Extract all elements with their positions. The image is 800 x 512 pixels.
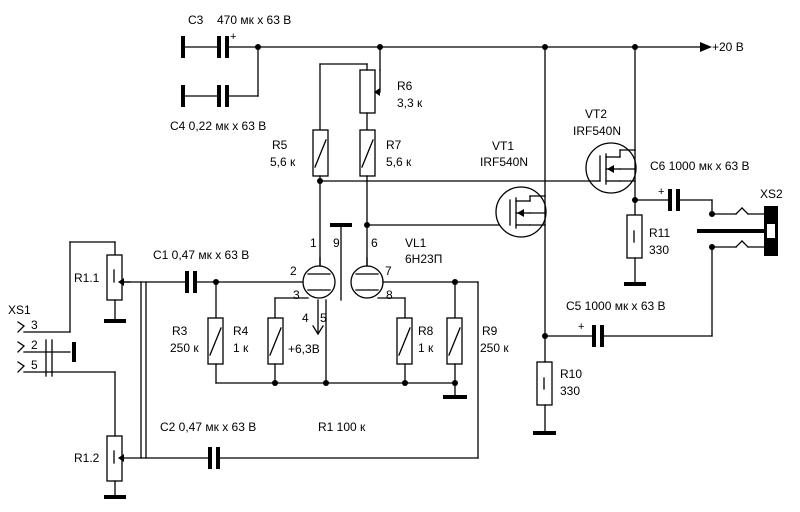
r5-resistor: R5 5,6 к (270, 129, 329, 283)
xs1-label: XS1 (8, 303, 31, 317)
c4-label: C4 0,22 мк х 63 В (170, 119, 266, 133)
r6-value: 3,3 к (397, 96, 423, 110)
vt1-label: VT1 (492, 139, 514, 153)
xs2-jack: XS2 (697, 187, 783, 337)
vl1-tube: 1 9 6 2 7 3 8 4 5 VL1 6Н23П (215, 223, 479, 325)
r3-resistor: R3 250 к (170, 281, 224, 384)
vl1-type: 6Н23П (405, 252, 442, 266)
r6-label: R6 (397, 79, 413, 93)
r5-value: 5,6 к (270, 155, 296, 169)
c2-capacitor: C2 0,47 мк х 63 В (121, 420, 256, 469)
r10-label: R10 (560, 367, 582, 381)
vt2-label: VT2 (585, 107, 607, 121)
r7-label: R7 (386, 138, 402, 152)
tube-pin-9: 9 (333, 236, 340, 250)
r3-label: R3 (172, 324, 188, 338)
tube-pin-2: 2 (290, 264, 297, 278)
r4-label: R4 (233, 324, 249, 338)
r1-1-potentiometer: R1.1 (69, 241, 131, 323)
r1-2-potentiometer: R1.2 (51, 371, 126, 499)
r9-value: 250 к (480, 341, 509, 355)
r9-label: R9 (482, 324, 498, 338)
tube-pin-3: 3 (293, 288, 300, 302)
c6-label: C6 1000 мк х 63 В (650, 159, 750, 173)
r1-1-label: R1.1 (74, 271, 100, 285)
r8-label: R8 (418, 324, 434, 338)
r11-value: 330 (649, 243, 669, 257)
r5-label: R5 (272, 138, 288, 152)
c2-label: C2 0,47 мк х 63 В (160, 420, 256, 434)
r11-label: R11 (649, 226, 670, 240)
vt1-type: IRF540N (480, 155, 528, 169)
c5-capacitor: + C5 1000 мк х 63 В (544, 299, 713, 347)
tube-pin-5: 5 (320, 311, 327, 325)
r8-value: 1 к (418, 341, 434, 355)
r8-resistor: R8 1 к (396, 317, 434, 384)
r4-value: 1 к (233, 341, 249, 355)
xs1-connector: XS1 3 2 5 (8, 241, 76, 377)
tube-pin-1: 1 (310, 236, 317, 250)
tube-pin-8: 8 (386, 288, 393, 302)
c3-label: C3 (188, 13, 204, 27)
r10-resistor: R10 330 (533, 335, 582, 435)
vt2-transistor: VT2 IRF540N (573, 46, 637, 216)
r4-resistor: R4 1 к (233, 317, 284, 384)
c4-capacitor: C4 0,22 мк х 63 В (170, 46, 266, 133)
vt1-transistor: VT1 IRF540N (319, 46, 591, 337)
c6-polarity: + (658, 186, 664, 198)
r1-2-label: R1.2 (74, 451, 100, 465)
heater-label: +6,3В (288, 342, 320, 356)
supply-label: +20 В (712, 40, 744, 54)
xs2-label: XS2 (760, 187, 783, 201)
c3-capacitor: + C3 470 мк х 63 В (181, 13, 291, 58)
c5-polarity: + (578, 321, 584, 333)
r6-potentiometer: R6 3,3 к (319, 46, 423, 131)
c1-label: C1 0,47 мк х 63 В (153, 248, 249, 262)
tube-pin-4: 4 (302, 311, 309, 325)
r7-resistor: R7 5,6 к (359, 129, 412, 283)
c1-capacitor: C1 0,47 мк х 63 В (121, 248, 249, 293)
r3-value: 250 к (170, 341, 199, 355)
r1-label: R1 100 к (318, 420, 366, 434)
c6-capacitor: + C6 1000 мк х 63 В (634, 159, 750, 215)
tube-pin-6: 6 (371, 236, 378, 250)
r11-resistor: R11 330 (624, 214, 670, 286)
r9-resistor: R9 250 к (443, 281, 509, 399)
xs1-pin-3: 3 (31, 318, 38, 332)
vt2-type: IRF540N (573, 124, 621, 138)
c5-label: C5 1000 мк х 63 В (566, 299, 666, 313)
supply-rail: +20 В (227, 40, 744, 54)
vl1-label: VL1 (405, 236, 427, 250)
r7-value: 5,6 к (386, 155, 412, 169)
c3-value: 470 мк х 63 В (217, 13, 291, 27)
c3-polarity: + (230, 31, 236, 43)
r10-value: 330 (560, 384, 580, 398)
tube-pin-7: 7 (385, 264, 392, 278)
xs1-pin-5: 5 (31, 358, 38, 372)
xs1-pin-2: 2 (31, 338, 38, 352)
